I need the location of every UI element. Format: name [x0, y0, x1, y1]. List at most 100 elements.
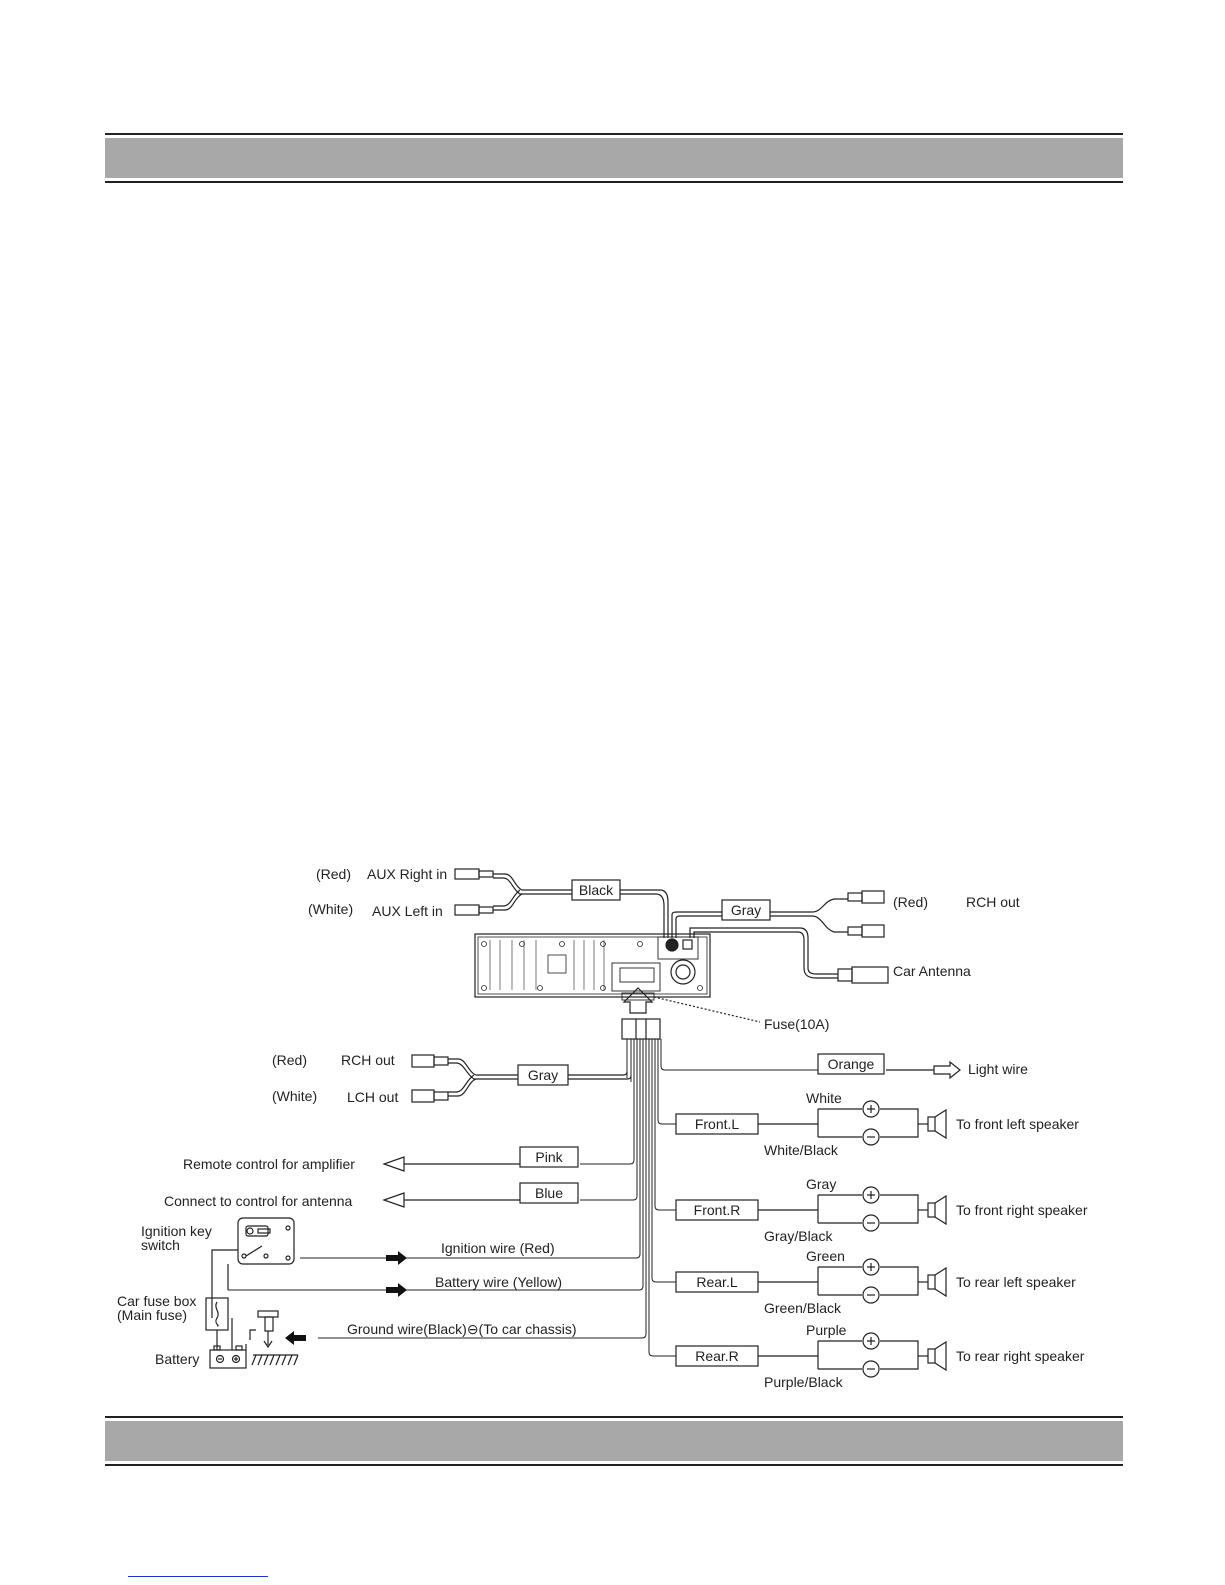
- speaker-0-split-lines: [818, 1108, 862, 1138]
- speaker-3-plus-terminal-icon: [862, 1332, 880, 1350]
- top-rca-out: [671, 890, 889, 984]
- speaker-1-channel-label: Front.R: [694, 1202, 741, 1218]
- arrow-icons: [285, 1251, 407, 1345]
- speaker-0-minus-wire-label: White/Black: [764, 1142, 839, 1158]
- wire-label-gray-mid: Gray: [528, 1067, 558, 1083]
- speaker-0-plus-wire-label: White: [806, 1090, 842, 1106]
- harness-wires: [228, 1039, 818, 1357]
- speaker-3-speaker-icon: [927, 1348, 936, 1364]
- car-antenna-label: Car Antenna: [893, 963, 971, 979]
- speaker-2-channel-label: Rear.L: [696, 1274, 737, 1290]
- speaker-2-plus-sign-icon: [867, 1263, 875, 1271]
- speaker-3-target-label: To rear right speaker: [956, 1348, 1085, 1364]
- speaker-0-channel-label: Front.L: [695, 1116, 740, 1132]
- speaker-2-minus-wire-label: Green/Black: [764, 1300, 842, 1316]
- remote-amp-label: Remote control for amplifier: [183, 1156, 355, 1172]
- car-fuse-box-label-1: Car fuse box: [117, 1293, 196, 1309]
- fuse-battery-ground: [205, 1297, 299, 1369]
- harness-connector: [621, 1018, 661, 1040]
- wire-label-blue: Blue: [535, 1185, 563, 1201]
- speaker-3-plus-sign-icon: [867, 1337, 875, 1345]
- speaker-2-plus-wire-label: Green: [806, 1248, 845, 1264]
- rch-out-top-color: (Red): [893, 894, 928, 910]
- speaker-3-plus-wire-label: Purple: [806, 1322, 847, 1338]
- speaker-0-channel-box: [675, 1113, 759, 1135]
- speaker-1-channel-box: [675, 1199, 759, 1221]
- ignition-wire-label: Ignition wire (Red): [441, 1240, 555, 1256]
- ground-wire-label: Ground wire(Black)⊖(To car chassis): [347, 1321, 577, 1337]
- battery-wire-label: Battery wire (Yellow): [435, 1274, 562, 1290]
- speaker-0-target-label: To front left speaker: [956, 1116, 1079, 1132]
- light-wire-label: Light wire: [968, 1061, 1028, 1077]
- ignition-key-label-1: Ignition key: [141, 1223, 212, 1239]
- pink-arrow-icon: [382, 1156, 405, 1172]
- rch-out-color: (Red): [272, 1052, 307, 1068]
- wire-label-black: Black: [579, 882, 614, 898]
- speaker-1-minus-terminal-icon: [862, 1214, 880, 1232]
- aux-rca-connectors: [454, 868, 669, 938]
- speaker-2-split-lines: [818, 1266, 862, 1296]
- aux-left-label: AUX Left in: [372, 903, 443, 919]
- wire-label-gray-top: Gray: [731, 902, 761, 918]
- rch-out-label: RCH out: [341, 1052, 395, 1068]
- speaker-0-plus-sign-icon: [867, 1105, 875, 1113]
- speaker-1-speaker-icon: [927, 1202, 936, 1218]
- fuse-label: Fuse(10A): [764, 1016, 829, 1032]
- speaker-3-channel-box: [675, 1345, 759, 1367]
- speaker-2-channel-box: [675, 1271, 759, 1293]
- fuse-leader: [653, 996, 761, 1023]
- speaker-2-plus-terminal-icon: [862, 1258, 880, 1276]
- speaker-3-output-lines: [880, 1340, 919, 1370]
- speaker-0-output-lines: [880, 1108, 919, 1138]
- footer-rule-top: [105, 1416, 1123, 1418]
- speaker-2-speaker-cone-icon: [934, 1266, 947, 1298]
- speaker-1-plus-terminal-icon: [862, 1186, 880, 1204]
- speaker-2-output-lines: [880, 1266, 919, 1296]
- head-unit: [474, 933, 711, 1001]
- speaker-1-plus-sign-icon: [867, 1191, 875, 1199]
- speaker-1-speaker-cone-icon: [934, 1194, 947, 1226]
- speaker-1-target-label: To front right speaker: [956, 1202, 1088, 1218]
- wire-label-pink: Pink: [535, 1149, 563, 1165]
- car-fuse-box-label-2: (Main fuse): [117, 1307, 187, 1323]
- orange-light-wire: [886, 1060, 961, 1080]
- speaker-2-speaker-icon: [927, 1274, 936, 1290]
- rch-out-top-label: RCH out: [966, 894, 1020, 910]
- speaker-3-minus-wire-label: Purple/Black: [764, 1374, 844, 1390]
- speaker-3-speaker-cone-icon: [934, 1340, 947, 1372]
- speaker-2-minus-terminal-icon: [862, 1286, 880, 1304]
- speaker-3-minus-terminal-icon: [862, 1360, 880, 1378]
- aux-left-color: (White): [308, 901, 353, 917]
- speaker-0-speaker-icon: [927, 1116, 936, 1132]
- wire-label-boxes: [517, 879, 885, 1204]
- footer-rule-bottom: [105, 1464, 1123, 1466]
- speaker-0-speaker-cone-icon: [934, 1108, 947, 1140]
- speaker-1-plus-wire-label: Gray: [806, 1176, 836, 1192]
- header-bar: [105, 138, 1123, 178]
- speaker-1-output-lines: [880, 1194, 919, 1224]
- speaker-1-split-lines: [818, 1194, 862, 1224]
- header-rule-top: [105, 133, 1123, 135]
- speaker-0-plus-terminal-icon: [862, 1100, 880, 1118]
- speaker-3-split-lines: [818, 1340, 862, 1370]
- speaker-1-minus-wire-label: Gray/Black: [764, 1228, 833, 1244]
- header-rule-bottom: [105, 181, 1123, 183]
- up-arrow-icon: [622, 987, 654, 1014]
- blue-arrow-icon: [382, 1192, 405, 1208]
- wire-label-orange: Orange: [828, 1056, 875, 1072]
- header-band: [105, 133, 1123, 183]
- lch-out-label: LCH out: [347, 1089, 398, 1105]
- speaker-2-target-label: To rear left speaker: [956, 1274, 1076, 1290]
- speaker-0-minus-terminal-icon: [862, 1128, 880, 1146]
- footer-bar: [105, 1421, 1123, 1461]
- battery-label: Battery: [155, 1351, 199, 1367]
- ignition-key-switch: [211, 1217, 295, 1318]
- ignition-key-label-2: switch: [141, 1237, 180, 1253]
- speaker-3-channel-label: Rear.R: [695, 1348, 739, 1364]
- lch-out-color: (White): [272, 1088, 317, 1104]
- aux-right-label: AUX Right in: [367, 866, 447, 882]
- footer-link-underline: [128, 1576, 268, 1577]
- antenna-control-label: Connect to control for antenna: [164, 1193, 353, 1209]
